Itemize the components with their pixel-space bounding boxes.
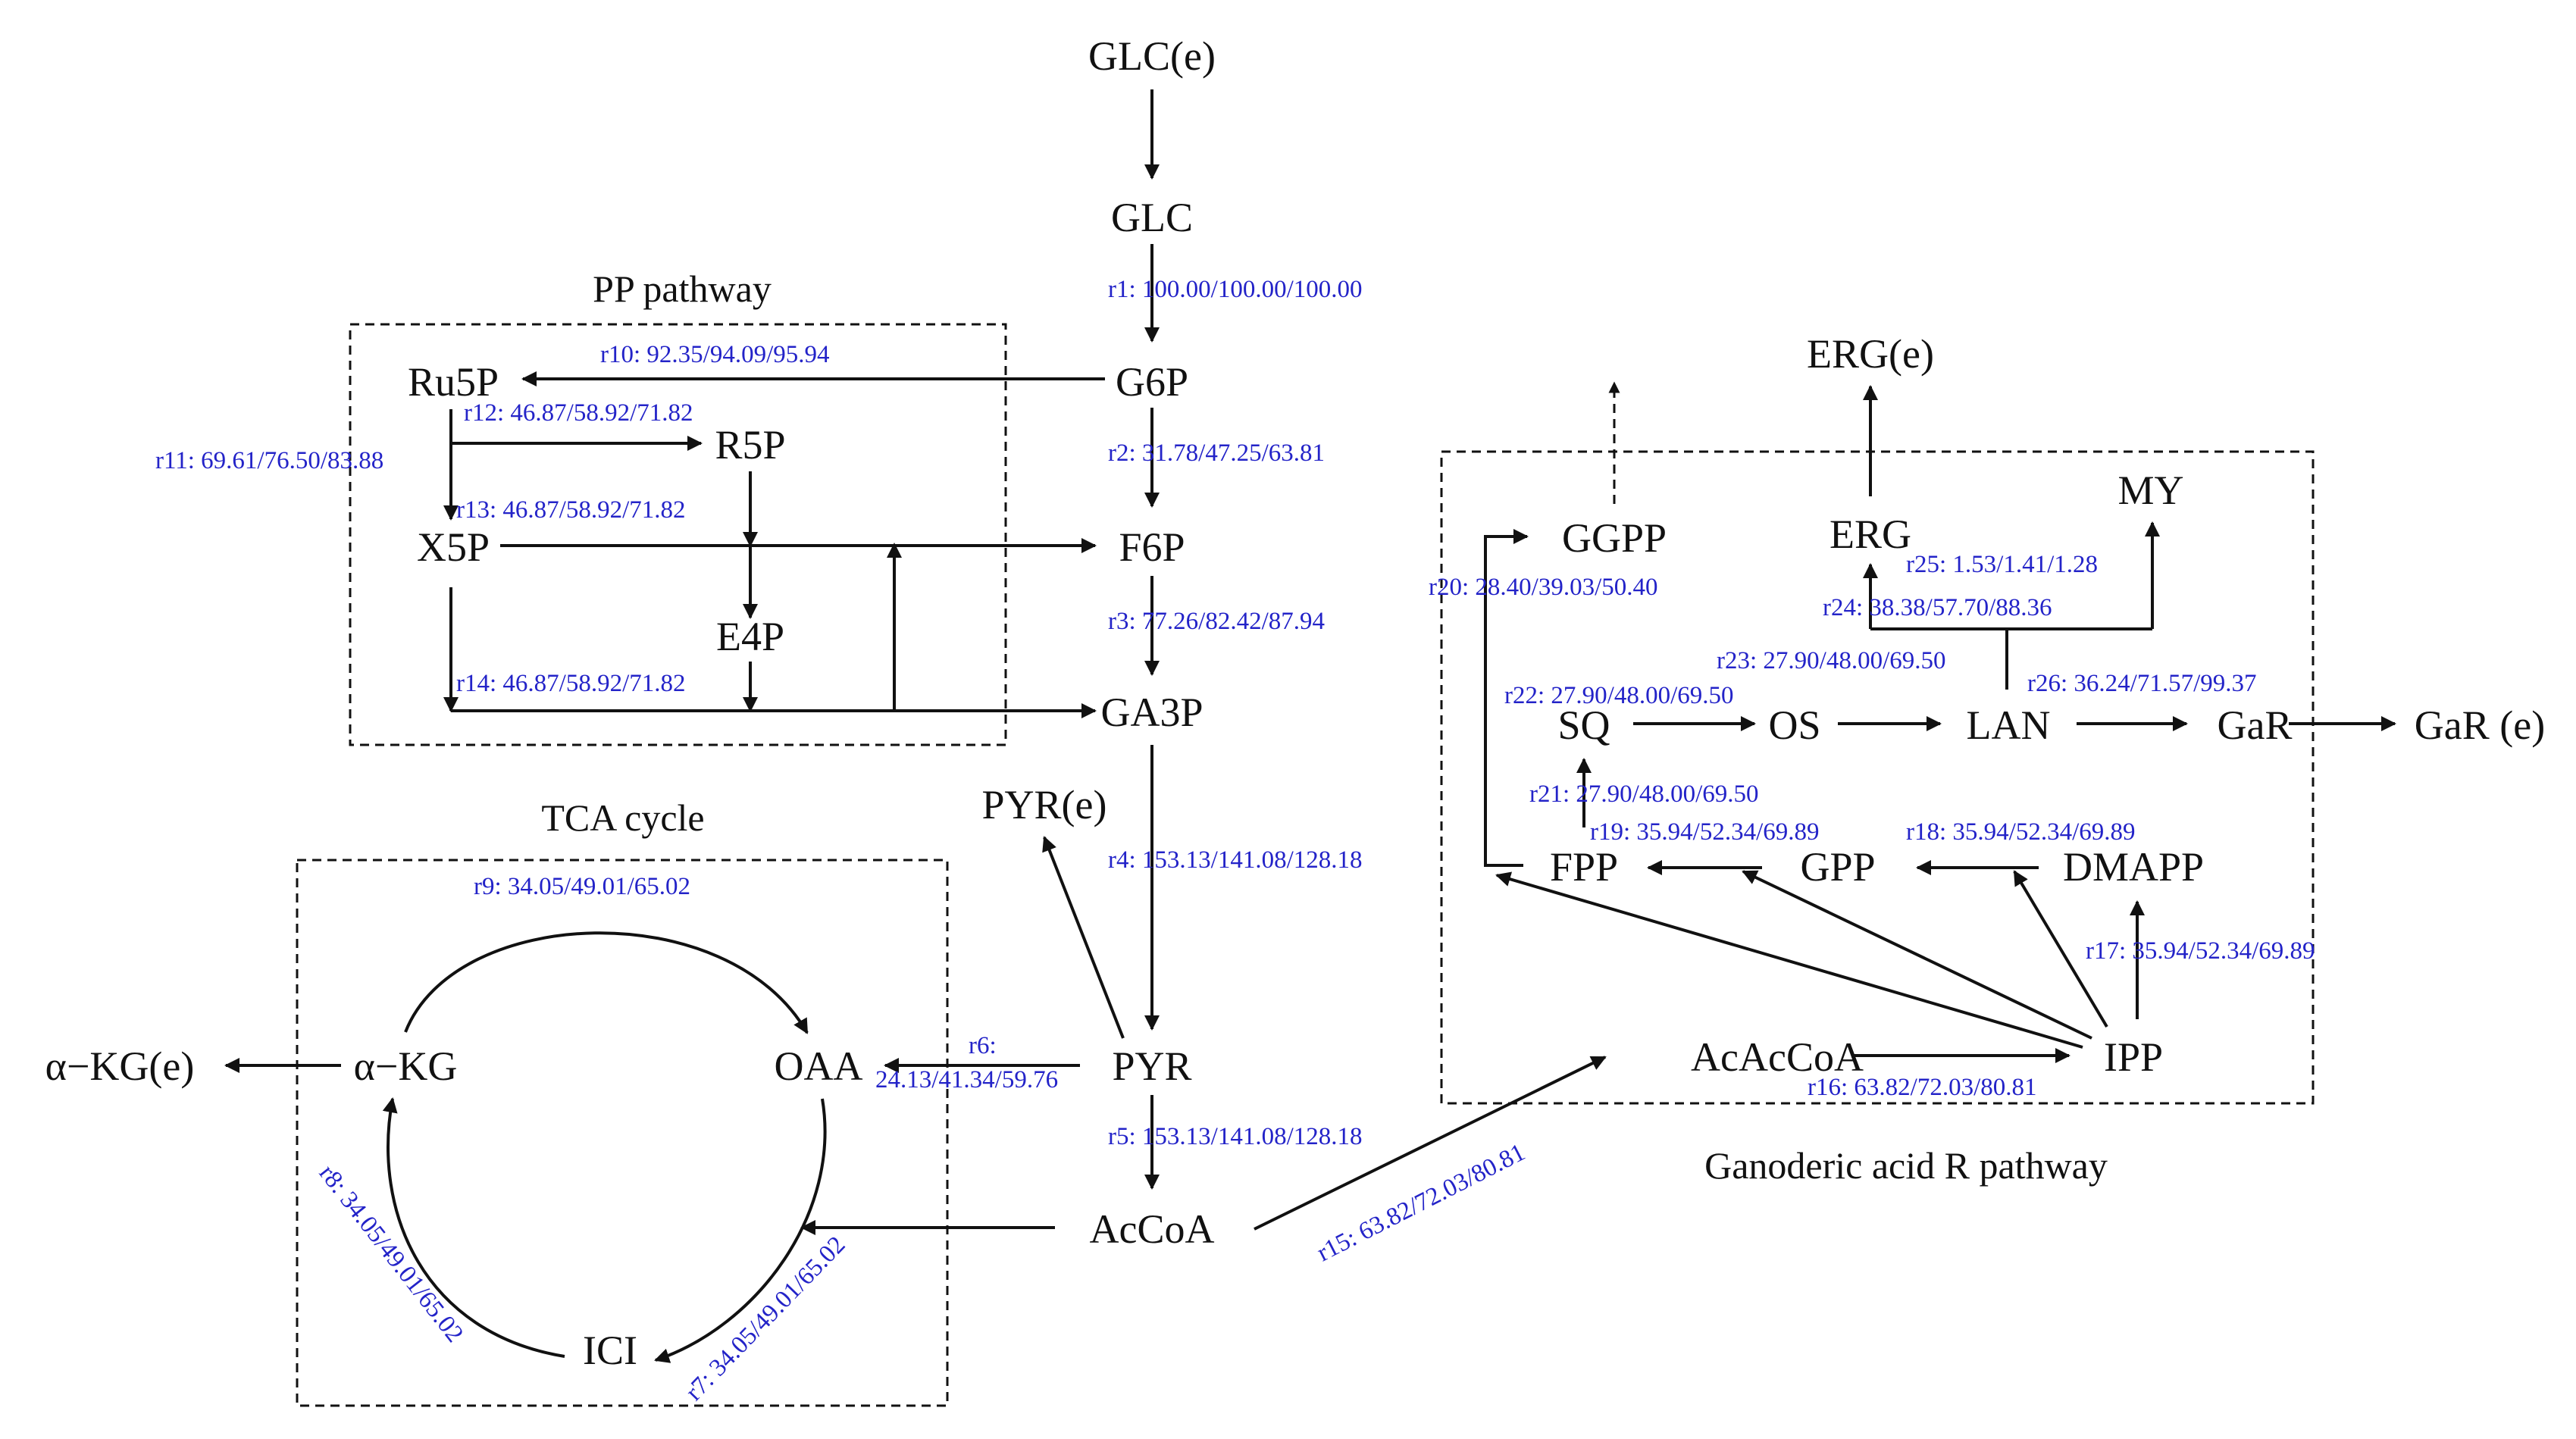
node-dmapp: DMAPP — [2063, 844, 2204, 890]
node-ga3p: GA3P — [1100, 690, 1203, 735]
label-r2: r2: 31.78/47.25/63.81 — [1108, 440, 1325, 467]
node-g6p: G6P — [1116, 359, 1188, 405]
label-r1: r1: 100.00/100.00/100.00 — [1108, 276, 1363, 303]
node-erg-e: ERG(e) — [1807, 331, 1934, 377]
label-r6a: r6: — [969, 1032, 997, 1059]
node-f6p: F6P — [1119, 524, 1185, 570]
label-r14: r14: 46.87/58.92/71.82 — [456, 670, 686, 697]
label-r18: r18: 35.94/52.34/69.89 — [1906, 818, 2136, 846]
node-r5p: R5P — [715, 422, 785, 468]
node-ici: ICI — [583, 1328, 637, 1373]
label-r23: r23: 27.90/48.00/69.50 — [1717, 647, 1946, 674]
label-r9: r9: 34.05/49.01/65.02 — [474, 873, 690, 900]
ganoderic-pathway-title: Ganoderic acid R pathway — [1704, 1144, 2108, 1187]
node-glc-e: GLC(e) — [1088, 33, 1216, 79]
label-r4: r4: 153.13/141.08/128.18 — [1108, 846, 1363, 874]
label-r3: r3: 77.26/82.42/87.94 — [1108, 608, 1325, 635]
node-akg-e: α−KG(e) — [45, 1043, 195, 1089]
label-r16: r16: 63.82/72.03/80.81 — [1808, 1074, 2037, 1101]
label-r19: r19: 35.94/52.34/69.89 — [1590, 818, 1820, 846]
node-sq: SQ — [1557, 702, 1610, 748]
node-pyr-e: PYR(e) — [982, 782, 1107, 827]
tca-cycle-title: TCA cycle — [541, 796, 704, 839]
label-r17: r17: 35.94/52.34/69.89 — [2086, 937, 2315, 965]
node-e4p: E4P — [716, 614, 784, 659]
node-accoa: AcCoA — [1090, 1206, 1215, 1252]
pp-pathway-box — [349, 323, 1007, 746]
label-r25: r25: 1.53/1.41/1.28 — [1906, 551, 2098, 578]
node-ipp: IPP — [2104, 1034, 2163, 1080]
arrow-oaa-ici — [654, 1098, 827, 1363]
label-r22: r22: 27.90/48.00/69.50 — [1504, 682, 1734, 709]
arrow-ipp-gpp — [1742, 870, 2092, 1040]
node-oaa: OAA — [775, 1043, 863, 1089]
node-acaccoa: AcAcCoA — [1691, 1034, 1864, 1080]
arrow-ipp-fpp — [1495, 871, 2083, 1049]
label-r12: r12: 46.87/58.92/71.82 — [464, 399, 693, 427]
node-fpp: FPP — [1550, 844, 1618, 890]
arrow-ipp-dmapp-diag — [2013, 870, 2108, 1028]
pp-pathway-title: PP pathway — [593, 267, 772, 310]
node-gar-e: GaR (e) — [2415, 702, 2545, 748]
label-r13: r13: 46.87/58.92/71.82 — [456, 496, 686, 524]
node-my: MY — [2117, 468, 2183, 513]
label-r21: r21: 27.90/48.00/69.50 — [1529, 781, 1759, 808]
arrow-akg-oaa — [404, 931, 809, 1034]
label-r10: r10: 92.35/94.09/95.94 — [600, 341, 830, 368]
label-r15: r15: 63.82/72.03/80.81 — [1313, 1139, 1529, 1267]
node-ru5p: Ru5P — [408, 359, 499, 405]
label-r7: r7: 34.05/49.01/65.02 — [681, 1231, 851, 1406]
node-erg: ERG — [1829, 511, 1911, 557]
node-gar: GaR — [2218, 702, 2293, 748]
node-gpp: GPP — [1800, 844, 1875, 890]
tca-cycle-box — [296, 859, 949, 1407]
arrow-fpp-ggpp — [1484, 529, 1529, 867]
ganoderic-pathway-box — [1440, 450, 2315, 1105]
node-lan: LAN — [1967, 702, 2051, 748]
label-r5: r5: 153.13/141.08/128.18 — [1108, 1123, 1363, 1150]
arrow-ici-akg — [382, 1097, 565, 1358]
label-r20: r20: 28.40/39.03/50.40 — [1429, 574, 1658, 601]
label-r24: r24: 38.38/57.70/88.36 — [1823, 594, 2052, 621]
arrow-accoa-acaccoa — [1254, 1056, 1607, 1231]
node-ggpp: GGPP — [1562, 515, 1667, 561]
node-akg: α−KG — [354, 1043, 458, 1089]
node-os: OS — [1768, 702, 1820, 748]
label-r11: r11: 69.61/76.50/83.88 — [155, 447, 383, 474]
label-r6b: 24.13/41.34/59.76 — [875, 1066, 1058, 1093]
node-pyr: PYR — [1112, 1043, 1191, 1089]
node-glc: GLC — [1111, 195, 1193, 240]
node-x5p: X5P — [417, 524, 490, 570]
label-r26: r26: 36.24/71.57/99.37 — [2027, 670, 2257, 697]
arrow-pyr-pyre — [1042, 836, 1125, 1039]
